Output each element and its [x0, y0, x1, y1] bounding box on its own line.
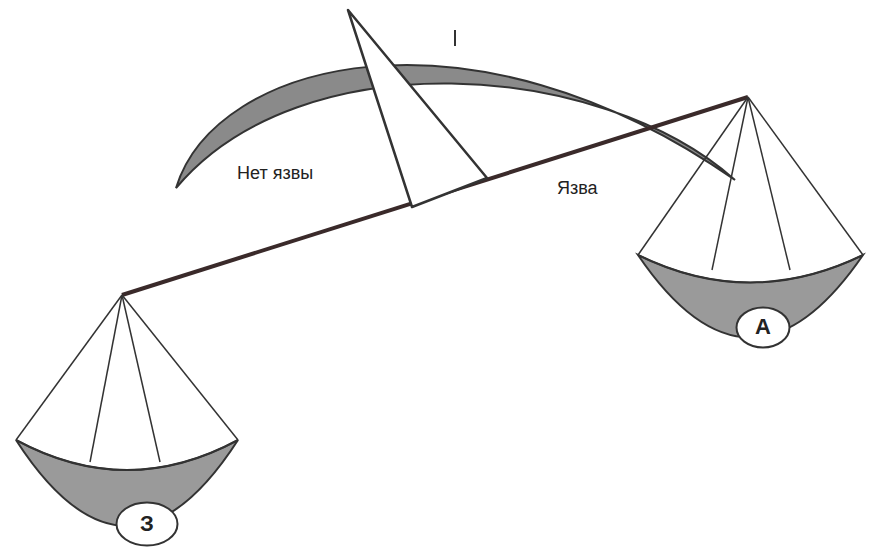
pointer	[348, 10, 487, 207]
scale-tick	[454, 30, 456, 46]
pan-strings	[16, 295, 238, 462]
pan-rim	[638, 255, 863, 283]
pan-rim	[16, 440, 238, 470]
weight-letter: З	[140, 513, 154, 535]
scale-label: Язва	[557, 179, 598, 199]
weight-letter: А	[755, 316, 771, 338]
weight-circle: А	[735, 306, 791, 349]
pan-strings	[638, 97, 863, 270]
scale-label: Нет язвы	[237, 164, 313, 184]
weight-circle: З	[115, 501, 179, 547]
